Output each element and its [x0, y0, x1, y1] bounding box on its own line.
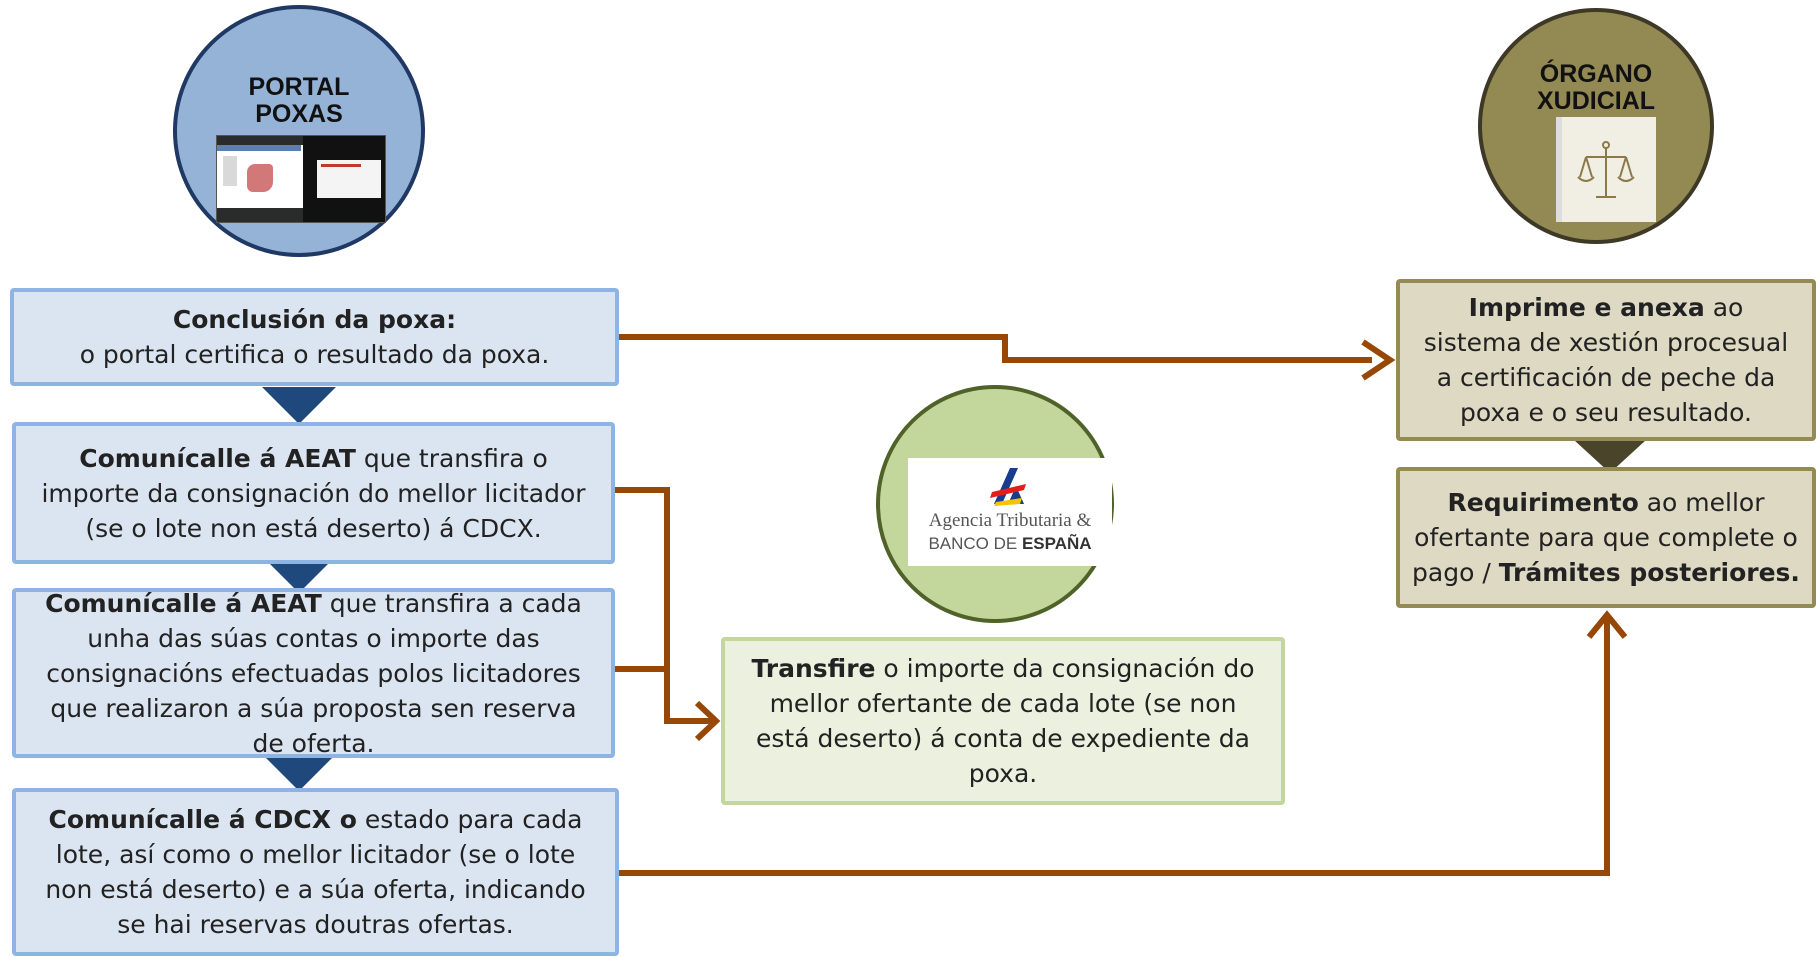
portal-title: PORTAL POXAS	[199, 74, 399, 128]
portal-screenshot-icon	[216, 135, 386, 223]
step-imprime-text: Imprime e anexa ao sistema de xestión pr…	[1416, 290, 1796, 430]
step-requirimento: Requirimento ao mellor ofertante para qu…	[1396, 467, 1816, 608]
step-conclusion-text: Conclusión da poxa: o portal certifica o…	[80, 302, 550, 372]
arrowhead-imprime	[1361, 339, 1396, 381]
step-transfire-body: o importe da consignación do mellor ofer…	[756, 654, 1255, 788]
step-cdcx: Comunícalle á CDCX o estado para cada lo…	[12, 788, 619, 956]
step-cdcx-bold: Comunícalle á CDCX o	[48, 805, 357, 834]
agency-bank-suffix: ESPAÑA	[1021, 534, 1092, 553]
step-conclusion: Conclusión da poxa: o portal certifica o…	[10, 288, 619, 386]
step-conclusion-body: o portal certifica o resultado da poxa.	[79, 340, 550, 369]
portal-title-line2: POXAS	[255, 100, 343, 128]
flow-triangle-2	[262, 556, 336, 593]
step-cdcx-body: estado para cada lote, así como o mellor…	[45, 805, 586, 939]
arrowhead-transfire	[694, 700, 721, 742]
step-transfire-bold: Transfire	[751, 654, 876, 683]
step-aeat-1-text: Comunícalle á AEAT que transfira o impor…	[34, 441, 593, 546]
arrowhead-requirimento	[1586, 610, 1628, 639]
organo-title-line1: ÓRGANO	[1539, 60, 1653, 88]
step-aeat-1-body: que transfira o importe da consignación …	[41, 443, 586, 543]
agency-name: Agencia Tributaria &	[928, 510, 1092, 531]
arrow-aeat1-to-transfire	[611, 487, 712, 724]
step-cdcx-text: Comunícalle á CDCX o estado para cada lo…	[42, 802, 589, 942]
agency-emblem-icon	[990, 468, 1026, 506]
arrow-cdcx-to-requirimento	[619, 618, 1610, 876]
step-aeat-2-text: Comunícalle á AEAT que transfira a cada …	[36, 586, 591, 761]
organo-title-line2: XUDICIAL	[1536, 87, 1656, 115]
flow-triangle-1	[262, 387, 336, 424]
step-requirimento-text: Requirimento ao mellor ofertante para qu…	[1412, 485, 1800, 590]
step-requirimento-body: ao mellor ofertante para que complete o …	[1412, 488, 1798, 587]
step-requirimento-bold: Requirimento	[1447, 488, 1639, 517]
agency-bank-prefix: BANCO DE	[928, 534, 1022, 553]
step-aeat-2-body: que transfira a cada unha das súas conta…	[46, 588, 582, 758]
step-imprime-body: ao sistema de xestión procesual a certif…	[1423, 293, 1789, 427]
step-transfire: Transfire o importe da consignación do m…	[721, 637, 1285, 805]
step-aeat-2-bold: Comunícalle á AEAT	[45, 588, 322, 618]
flow-triangle-olive	[1574, 440, 1646, 473]
organo-title: ÓRGANO XUDICIAL	[1496, 61, 1696, 115]
arrow-conclusion-to-imprime	[619, 334, 1372, 363]
step-transfire-text: Transfire o importe da consignación do m…	[747, 651, 1259, 791]
portal-title-line1: PORTAL	[248, 73, 350, 101]
step-aeat-1: Comunícalle á AEAT que transfira o impor…	[12, 422, 615, 564]
step-aeat-2: Comunícalle á AEAT que transfira a cada …	[12, 588, 615, 758]
scales-of-justice-icon	[1556, 117, 1656, 222]
step-conclusion-bold: Conclusión da poxa:	[172, 305, 457, 334]
agencia-tributaria-logo: Agencia Tributaria & BANCO DE ESPAÑA	[908, 458, 1112, 566]
step-imprime-bold: Imprime e anexa	[1468, 293, 1705, 322]
step-aeat-1-bold: Comunícalle á AEAT	[79, 443, 356, 473]
agency-bank-name: BANCO DE ESPAÑA	[908, 534, 1112, 554]
step-imprime: Imprime e anexa ao sistema de xestión pr…	[1396, 279, 1816, 441]
flow-triangle-3	[262, 754, 336, 791]
step-requirimento-bold-end: Trámites posteriores.	[1498, 558, 1800, 587]
